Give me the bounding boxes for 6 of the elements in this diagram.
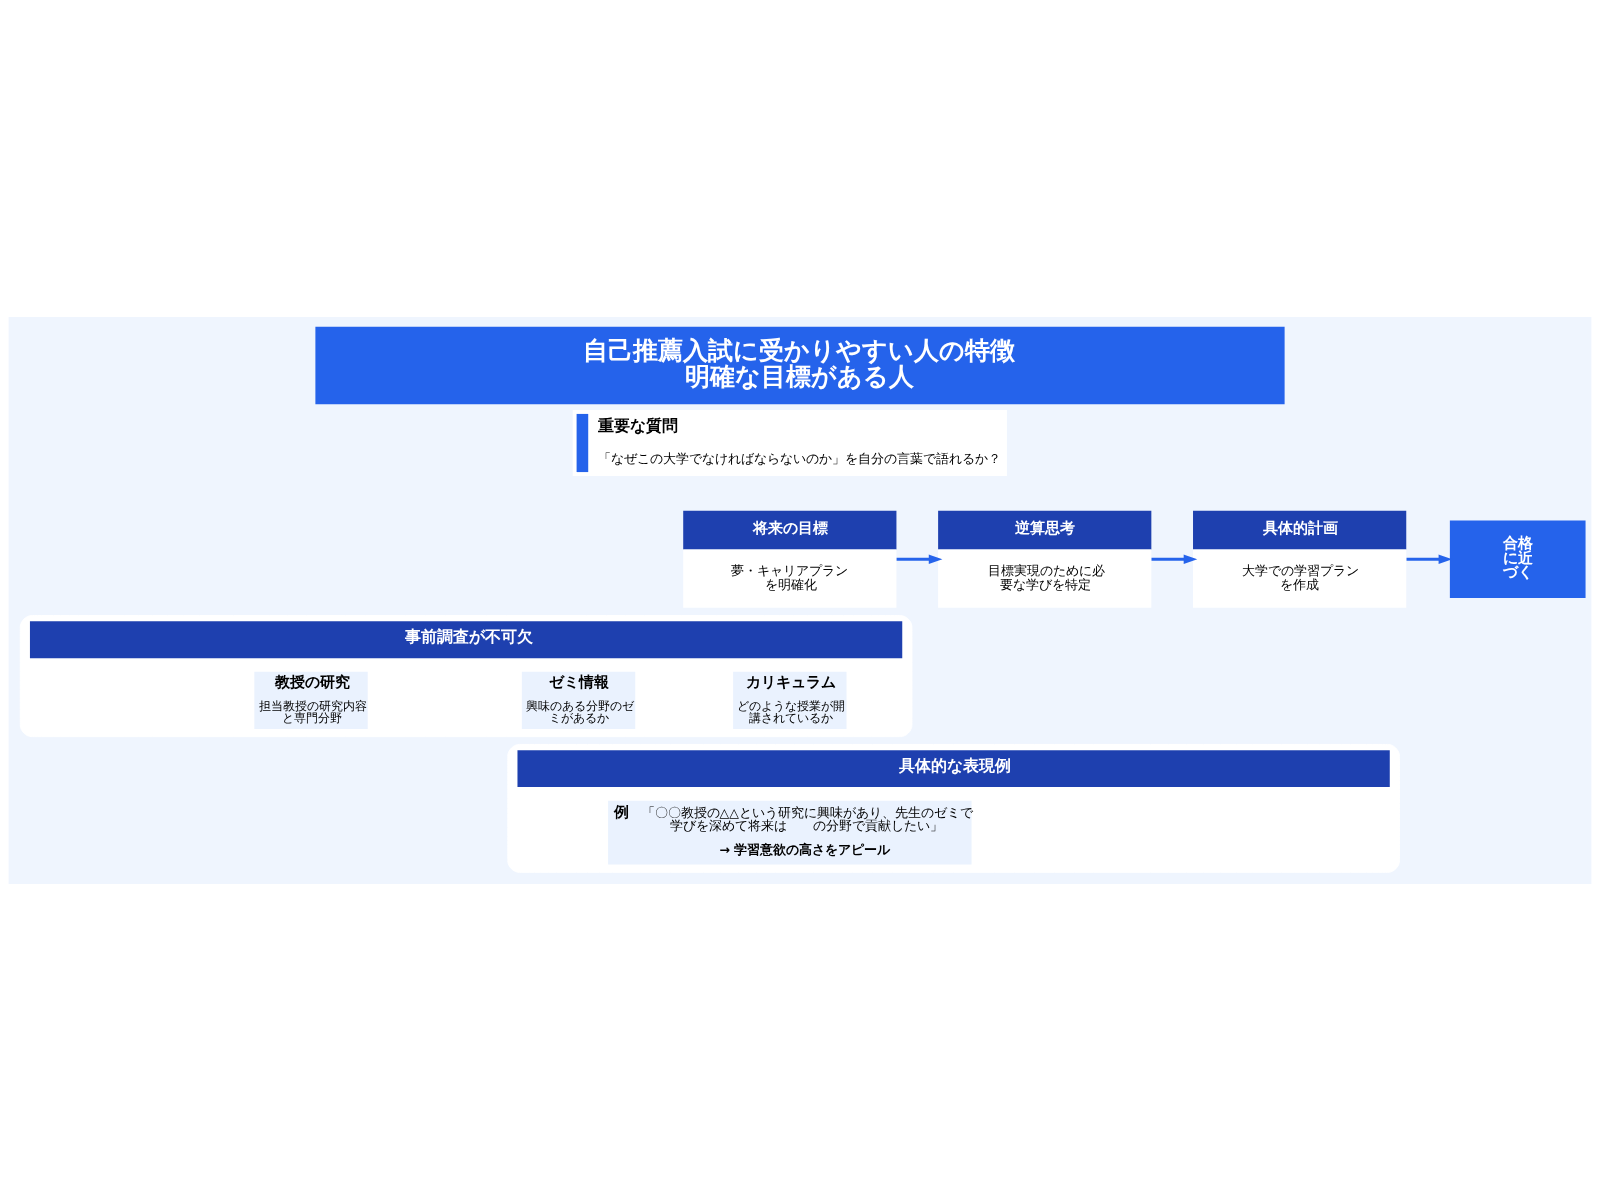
diagram-title: 自己推薦入試に受かりやすい人の特徴明確な目標がある人 [583, 335, 1016, 391]
arrow [1406, 554, 1453, 564]
arrow [896, 554, 943, 564]
node-box: 重要な質問 「なぜこの大学でなければならないのか」を自分の言葉で語れるか？ [572, 409, 1007, 476]
arrow [1151, 554, 1198, 564]
node-box: 合格に近づく [1449, 520, 1586, 598]
